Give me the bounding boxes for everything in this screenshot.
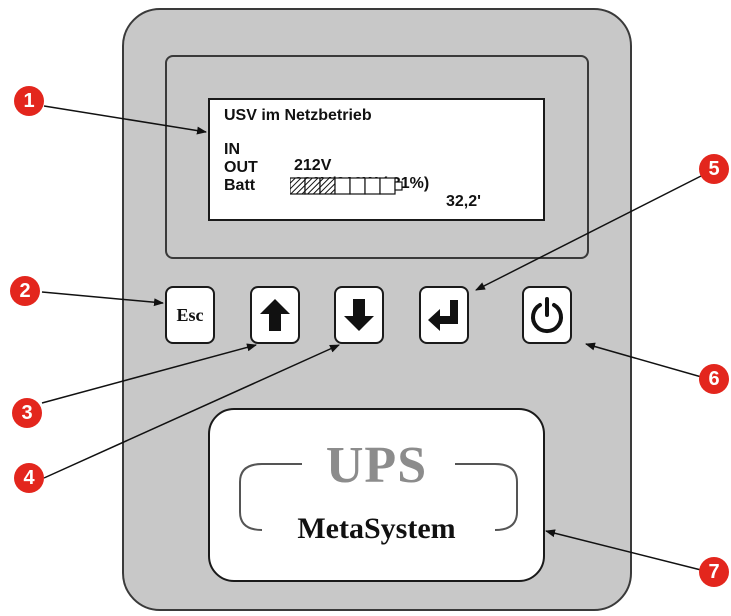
enter-icon (428, 300, 458, 331)
power-icon (531, 297, 563, 334)
logo-brand-text: UPS (325, 437, 428, 494)
battery-terminal (394, 181, 403, 191)
lcd-output-label: OUT (224, 159, 258, 176)
callout-4: 4 (14, 463, 44, 493)
up-button[interactable] (250, 286, 300, 344)
lcd-battery-value: 32,2' (446, 193, 481, 210)
battery-cell-filled (319, 177, 336, 195)
battery-cell-empty (379, 177, 396, 195)
callout-6: 6 (699, 364, 729, 394)
lcd-battery-row: Batt 32,2' (224, 162, 481, 226)
battery-cell-filled (290, 177, 306, 195)
callout-2: 2 (10, 276, 40, 306)
logo-name-text: MetaSystem (297, 512, 456, 545)
callout-5: 5 (699, 154, 729, 184)
callout-3: 3 (12, 398, 42, 428)
lcd-status-line: USV im Netzbetrieb (224, 107, 372, 124)
arrow-up-icon (260, 299, 290, 331)
battery-cell-empty (364, 177, 381, 195)
lcd-battery-label: Batt (224, 177, 256, 194)
battery-cell-empty (349, 177, 366, 195)
enter-button[interactable] (419, 286, 469, 344)
callout-7: 7 (699, 557, 729, 587)
esc-button[interactable]: Esc (165, 286, 215, 344)
battery-cell-empty (334, 177, 351, 195)
arrow-down-icon (344, 299, 374, 331)
callout-1: 1 (14, 86, 44, 116)
power-button[interactable] (522, 286, 572, 344)
lcd-display: USV im Netzbetrieb IN 212V OUT 230V/812W… (208, 98, 545, 221)
down-button[interactable] (334, 286, 384, 344)
lcd-input-label: IN (224, 141, 240, 158)
battery-level-bar (290, 177, 403, 195)
brand-logo-plate: UPS MetaSystem (208, 408, 545, 582)
battery-cell-filled (304, 177, 321, 195)
lcd-input-row: IN 212V (224, 126, 331, 190)
lcd-input-value: 212V (294, 157, 332, 174)
